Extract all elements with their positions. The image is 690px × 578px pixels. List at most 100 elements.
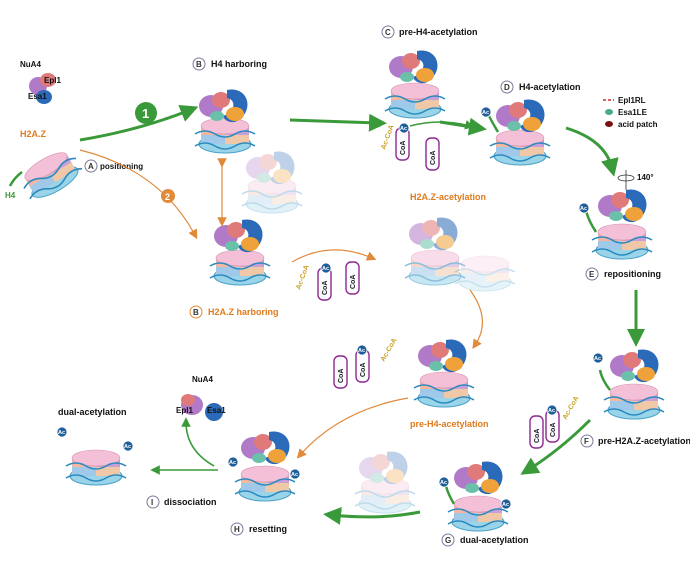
pathway-1-number: 1 xyxy=(142,106,149,121)
coa-label-mid2: CoA xyxy=(350,275,357,289)
ac-label-final2: Ac xyxy=(124,444,131,450)
coa-group-mid: Ac-CoA CoA CoA Ac xyxy=(291,249,377,301)
coa-group-orange-lower: CoA CoA Ac Ac-CoA xyxy=(333,337,399,389)
arrow-h-nua4 xyxy=(181,417,215,467)
rotation-indicator: 140° xyxy=(617,170,654,190)
legend: Epl1RL Esa1LE acid patch xyxy=(603,96,658,129)
step-i-letter: I xyxy=(151,498,153,507)
ac-label-c: Ac xyxy=(400,126,407,132)
arrow-g-h xyxy=(323,506,421,525)
nua4-title: NuA4 xyxy=(20,60,41,69)
h2az-label: H2A.Z xyxy=(20,129,47,139)
acoa-label-c: Ac-CoA xyxy=(380,124,395,151)
coa-label-c2: CoA xyxy=(430,151,437,165)
pathway-2-badge: 2 xyxy=(161,189,175,203)
legend-acid-patch: acid patch xyxy=(618,120,658,129)
complex-b xyxy=(194,89,256,154)
rotation-label: 140° xyxy=(637,173,654,182)
complex-h: Ac Ac xyxy=(227,431,301,502)
step-h-letter: H xyxy=(234,525,240,534)
step-c-letter: C xyxy=(385,28,391,37)
coa-label-low2: CoA xyxy=(360,363,367,377)
coa-label-f2: CoA xyxy=(550,423,557,437)
arrow-h2az-preh4 xyxy=(469,289,483,349)
arrow-f-g xyxy=(520,418,592,475)
coa-label-low1: CoA xyxy=(338,369,345,383)
complex-g: Ac Ac xyxy=(438,461,512,532)
step-b2-label: H2A.Z harboring xyxy=(208,307,279,317)
nucleosome-a: H2A.Z H4 xyxy=(5,129,87,206)
pathway-2-number: 2 xyxy=(165,192,170,202)
complex-pre-h4-orange xyxy=(413,339,475,408)
dual-acetylation-final: dual-acetylation Ac Ac xyxy=(56,407,134,486)
step-e-letter: E xyxy=(589,270,595,279)
arrow-c-d xyxy=(439,117,487,136)
dual-acetylation-final-label: dual-acetylation xyxy=(58,407,127,417)
complex-c xyxy=(384,50,446,119)
step-b-title: B H4 harboring xyxy=(192,57,267,71)
coa-label-f1: CoA xyxy=(534,429,541,443)
step-e-title: E repositioning xyxy=(585,267,661,281)
step-h-title: H resetting xyxy=(230,522,287,536)
step-f-label: pre-H2A.Z-acetylation xyxy=(598,436,690,446)
complex-b2 xyxy=(209,219,271,286)
acoa-label-mid: Ac-CoA xyxy=(295,264,310,291)
pathway-1-arrow xyxy=(79,104,199,142)
step-b-letter: B xyxy=(196,60,202,69)
complex-f: Ac xyxy=(592,349,665,420)
pre-h4-acetylation-orange-label: pre-H4-acetylation xyxy=(410,419,489,429)
acoa-label-low: Ac-CoA xyxy=(380,337,399,363)
step-a-letter: A xyxy=(88,162,94,171)
ac-label-e: Ac xyxy=(580,206,587,212)
step-i-label: dissociation xyxy=(164,497,217,507)
arrow-d-e xyxy=(565,126,619,177)
epl1-bottom-label: Epl1 xyxy=(176,406,193,415)
step-d-letter: D xyxy=(504,83,510,92)
step-f-letter: F xyxy=(584,437,589,446)
pathway-2-arrow xyxy=(79,149,198,240)
complex-d: Ac xyxy=(480,99,551,166)
coa-label-mid1: CoA xyxy=(322,281,329,295)
step-i-title: I dissociation xyxy=(146,495,217,509)
coa-group-c: Ac-CoA CoA CoA Ac xyxy=(380,120,475,171)
step-f-title: F pre-H2A.Z-acetylation xyxy=(580,434,690,448)
ac-label-mid: Ac xyxy=(322,266,329,272)
legend-esa1le: Esa1LE xyxy=(618,108,648,117)
arrow-b-c xyxy=(289,113,387,132)
step-d-title: D H4-acetylation xyxy=(500,80,581,94)
step-c-title: C pre-H4-acetylation xyxy=(381,25,478,39)
arrow-preh4-h xyxy=(296,397,409,459)
ac-label-g2: Ac xyxy=(502,502,509,508)
ghost-b xyxy=(241,151,303,214)
epl1-label: Epl1 xyxy=(44,76,61,85)
ac-label-low: Ac xyxy=(358,348,365,354)
h4-label: H4 xyxy=(5,191,16,200)
step-b2-letter: B xyxy=(193,308,199,317)
step-c-label: pre-H4-acetylation xyxy=(399,27,478,37)
nua4-bottom-title: NuA4 xyxy=(192,375,213,384)
complex-e: Ac xyxy=(578,189,653,260)
legend-epl1rl: Epl1RL xyxy=(618,96,646,105)
step-h-label: resetting xyxy=(249,524,287,534)
esa1-bottom-label: Esa1 xyxy=(207,406,226,415)
step-b2-title: B H2A.Z harboring xyxy=(189,305,279,319)
pathway-1-badge: 1 xyxy=(135,102,157,124)
step-a: A positioning xyxy=(84,159,143,173)
ac-label-h1: Ac xyxy=(229,460,236,466)
step-g-title: G dual-acetylation xyxy=(441,533,529,547)
coa-group-f: CoA CoA Ac Ac-CoA xyxy=(529,395,581,449)
ac-label-f2: Ac xyxy=(548,408,555,414)
ac-label-d: Ac xyxy=(482,110,489,116)
acoa-label-f: Ac-CoA xyxy=(562,395,581,421)
step-g-label: dual-acetylation xyxy=(460,535,529,545)
coa-label-c1: CoA xyxy=(400,141,407,155)
nua4-complex-bottom: NuA4 Epl1 Esa1 xyxy=(176,375,226,421)
step-d-label: H4-acetylation xyxy=(519,82,581,92)
step-a-label: positioning xyxy=(100,162,143,171)
step-g-letter: G xyxy=(445,536,451,545)
h2az-acetylation-label: H2A.Z-acetylation xyxy=(410,192,486,202)
ac-label-g1: Ac xyxy=(440,480,447,486)
step-e-label: repositioning xyxy=(604,269,661,279)
ac-label-h2: Ac xyxy=(291,472,298,478)
